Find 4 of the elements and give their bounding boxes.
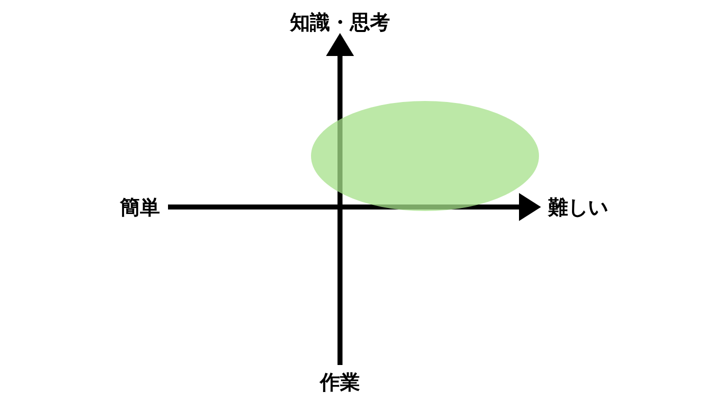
axis-label: 難しい: [548, 197, 608, 217]
axis-label: 作業: [320, 372, 360, 392]
axis-label: 知識・思考: [290, 12, 390, 32]
axis-label: 簡単: [120, 197, 160, 217]
